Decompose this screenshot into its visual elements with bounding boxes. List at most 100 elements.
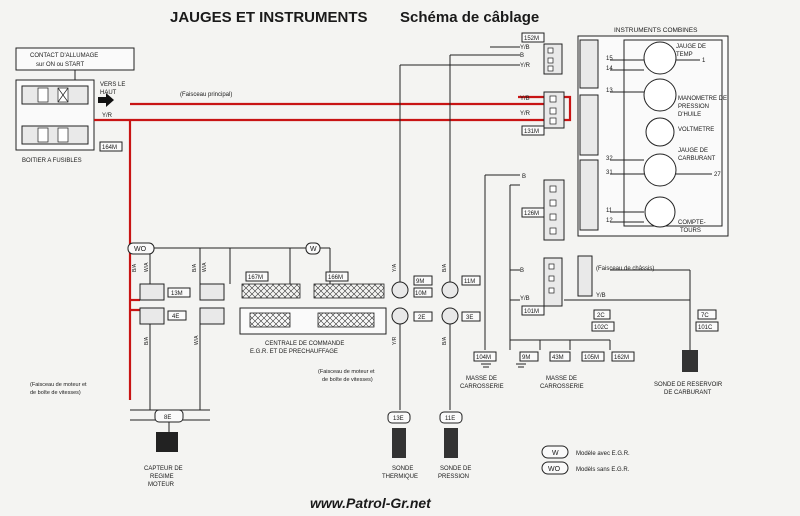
thermal-label-2: THERMIQUE xyxy=(382,474,418,480)
svg-text:105M: 105M xyxy=(584,355,599,361)
harness-engine-mid-1: (Faisceau de moteur et xyxy=(318,369,375,375)
ground-9m xyxy=(519,351,539,362)
rpm-sensor-label-3: MOTEUR xyxy=(148,482,175,488)
oil-gauge-label-2: PRESSION xyxy=(678,104,709,110)
fuse-box: Y/R VERS LE HAUT BOITIER A FUSIBLES 164M xyxy=(15,79,125,164)
direction-label-2: HAUT xyxy=(100,90,117,96)
wire-code-ba-2: B/A xyxy=(192,263,198,272)
fuse-connector: 164M xyxy=(102,145,117,151)
connector-166m: 166M xyxy=(313,271,385,299)
wire-code-wa-2: W/A xyxy=(202,262,208,272)
pin-31: 31 xyxy=(606,170,613,176)
ground-162m xyxy=(611,351,635,362)
ignition-label-2: sur ON ou START xyxy=(36,62,84,68)
fuel-tank-label-1: SONDE DE RESERVOIR xyxy=(654,382,723,388)
connector-4e: 4E xyxy=(139,307,187,325)
pin-15: 15 xyxy=(606,56,613,62)
ground-label-2a: MASSE DE xyxy=(546,376,577,382)
ground-label-2b: CARROSSERIE xyxy=(540,384,584,390)
wire-code-yb-3: Y/B xyxy=(520,296,530,302)
fuel-tank-label-2: DE CARBURANT xyxy=(664,390,712,396)
ground-105m xyxy=(581,351,605,362)
egr-preheat-ecu: CENTRALE DE COMMANDE E.G.R. ET DE PRECHA… xyxy=(239,307,387,355)
fuel-gauge-label-2: CARBURANT xyxy=(678,156,716,162)
pin-14: 14 xyxy=(606,66,613,72)
svg-text:101M: 101M xyxy=(524,309,539,315)
svg-text:126M: 126M xyxy=(524,211,539,217)
instrument-cluster: INSTRUMENTS COMBINES JAUGE DE TEMP MANOM… xyxy=(577,27,729,237)
fuse-box-label: BOITIER A FUSIBLES xyxy=(22,158,82,164)
title-sub: Schéma de câblage xyxy=(400,9,539,26)
wire-code-yb-1: Y/B xyxy=(520,96,530,102)
wire-code-yb-2: Y/B xyxy=(520,45,530,51)
svg-text:102C: 102C xyxy=(594,325,609,331)
connector-11m-round xyxy=(441,281,459,299)
connector-11e xyxy=(439,411,463,424)
ignition-switch-box: CONTACT D'ALLUMAGE sur ON ou START xyxy=(15,47,135,71)
pin-32: 32 xyxy=(606,156,613,162)
harness-engine-left-1: (Faisceau de moteur et xyxy=(30,382,87,388)
wire-code-wa-1: W/A xyxy=(144,262,150,272)
svg-text:2E: 2E xyxy=(418,315,425,321)
connector-9m-round xyxy=(391,281,409,299)
wire-code-b-2: B xyxy=(522,174,526,180)
wire-code-b-1: B xyxy=(520,53,524,59)
svg-text:13M: 13M xyxy=(171,291,183,297)
wire-code-ba-4: B/A xyxy=(442,336,448,345)
svg-text:7C: 7C xyxy=(701,313,709,319)
ground-label-1a: MASSE DE xyxy=(466,376,497,382)
connector-126m: 126M xyxy=(521,179,565,241)
legend-w-text: Modèle avec E.G.R. xyxy=(576,451,630,457)
code-w: W xyxy=(310,246,317,253)
direction-label-1: VERS LE xyxy=(100,82,125,88)
wire-code-yr-3: Y/R xyxy=(392,336,398,345)
connector-11m xyxy=(461,275,481,286)
ground-104m xyxy=(473,351,497,362)
connector-pair-bottom xyxy=(199,307,225,325)
svg-text:43M: 43M xyxy=(552,355,564,361)
connector-152m: 152M xyxy=(521,32,563,75)
legend-w-code: W xyxy=(552,450,559,457)
pressure-label-2: PRESSION xyxy=(438,474,469,480)
connector-101c xyxy=(695,321,719,332)
instruments-title: INSTRUMENTS COMBINES xyxy=(614,27,698,34)
voltmeter-label: VOLTMETRE xyxy=(678,127,714,133)
thermal-sensor-icon xyxy=(392,428,406,458)
connector-13e xyxy=(387,411,411,424)
wire-code-wa-3: W/A xyxy=(194,335,200,345)
connector-9m xyxy=(413,275,433,286)
ecu-label-2: E.G.R. ET DE PRECHAUFFAGE xyxy=(250,349,338,355)
harness-main-label: (Faisceau principal) xyxy=(180,92,232,98)
pressure-sensor-icon xyxy=(444,428,458,458)
connector-3e-round xyxy=(441,307,459,325)
harness-engine-left-2: de boîte de vitesses) xyxy=(30,390,81,396)
watermark: www.Patrol-Gr.net xyxy=(310,495,432,511)
pin-13: 13 xyxy=(606,88,613,94)
wire-code-b-3: B xyxy=(520,268,524,274)
tacho-label-1: COMPTE- xyxy=(678,220,706,226)
ignition-label-1: CONTACT D'ALLUMAGE xyxy=(30,53,98,59)
svg-text:152M: 152M xyxy=(524,36,539,42)
connector-13m: 13M xyxy=(139,283,191,301)
oil-gauge-label-1: MANOMETRE DE xyxy=(678,96,727,102)
oil-gauge-label-3: D'HUILE xyxy=(678,112,701,118)
connector-7c xyxy=(697,309,717,320)
pin-12: 12 xyxy=(606,218,613,224)
wire-code-ba-5: B/A xyxy=(144,336,150,345)
connector-102c xyxy=(591,321,615,332)
wire-code-ba-1: B/A xyxy=(132,263,138,272)
chassis-connector xyxy=(577,255,593,297)
svg-text:13E: 13E xyxy=(393,416,404,422)
connector-3e xyxy=(461,311,481,322)
svg-text:9M: 9M xyxy=(416,279,424,285)
svg-text:166M: 166M xyxy=(328,275,343,281)
thermal-label-1: SONDE xyxy=(392,466,413,472)
legend: W Modèle avec E.G.R. WO Modèls sans E.G.… xyxy=(541,445,630,475)
wire-code-yb-4: Y/B xyxy=(596,293,606,299)
connector-131m: 131M xyxy=(521,91,565,136)
wire-code-yr-1: Y/R xyxy=(520,111,531,117)
connector-2e xyxy=(413,311,433,322)
pin-11: 11 xyxy=(606,208,613,214)
connector-pair-top xyxy=(199,283,225,301)
